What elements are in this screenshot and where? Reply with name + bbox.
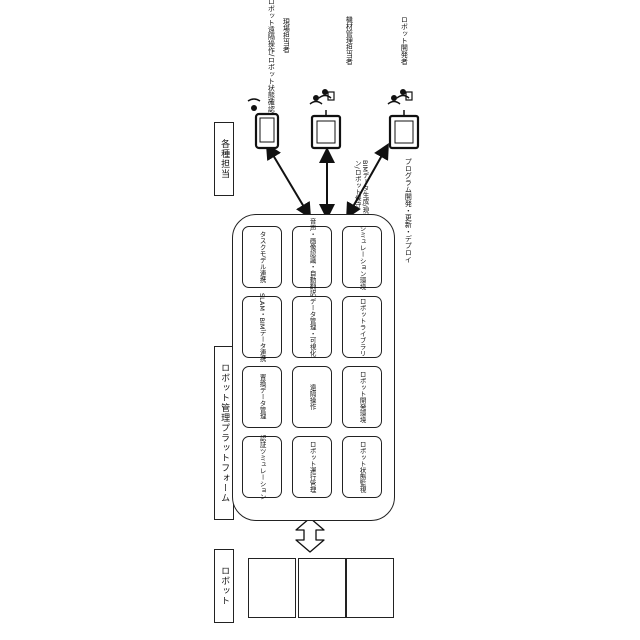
role-title-3: ロボット開発者 (400, 16, 408, 65)
platform-box: シミュレーション環境 (342, 226, 382, 288)
robot-panel-arm (248, 558, 296, 618)
platform-box: ロボット状態監視 (342, 436, 382, 498)
robots-label: ロボット (214, 549, 234, 623)
laptop-icon (310, 89, 340, 148)
platform-label: ロボット管理プラットフォーム (214, 346, 234, 520)
platform-box: ロボット運行管理 (292, 436, 332, 498)
stakeholders-label: 各種担当 (214, 122, 234, 196)
platform-box: 遠隔操作 (292, 366, 332, 428)
platform-box: 置換データ管理 (242, 366, 282, 428)
arrow-role-1 (270, 150, 307, 212)
platform-box: ロボット開発環境 (342, 366, 382, 428)
role-title-1: 現場担当者 (282, 18, 290, 53)
double-arrow (296, 518, 324, 552)
platform-box: SLAM・BIMデータ連携 (242, 296, 282, 358)
role-title-2: 機材管理担当者 (345, 16, 353, 65)
robot-panel-quadruped (346, 558, 394, 618)
platform-box: データ管理・可視化 (292, 296, 332, 358)
platform-box: タスクモデル連携 (242, 226, 282, 288)
role-desc-1: ロボット遠隔操作/ロボット状態確認 (267, 0, 275, 112)
role-desc-3: プログラム開発・更新・デプロイ (404, 158, 412, 263)
platform-box: 音声・画像認識・自動翻訳 (292, 226, 332, 288)
laptop-icon (388, 89, 418, 148)
robot-panel-construction (298, 558, 346, 618)
platform-box: ロボットライブラリ (342, 296, 382, 358)
platform-box: 認証ツミュレーション (242, 436, 282, 498)
